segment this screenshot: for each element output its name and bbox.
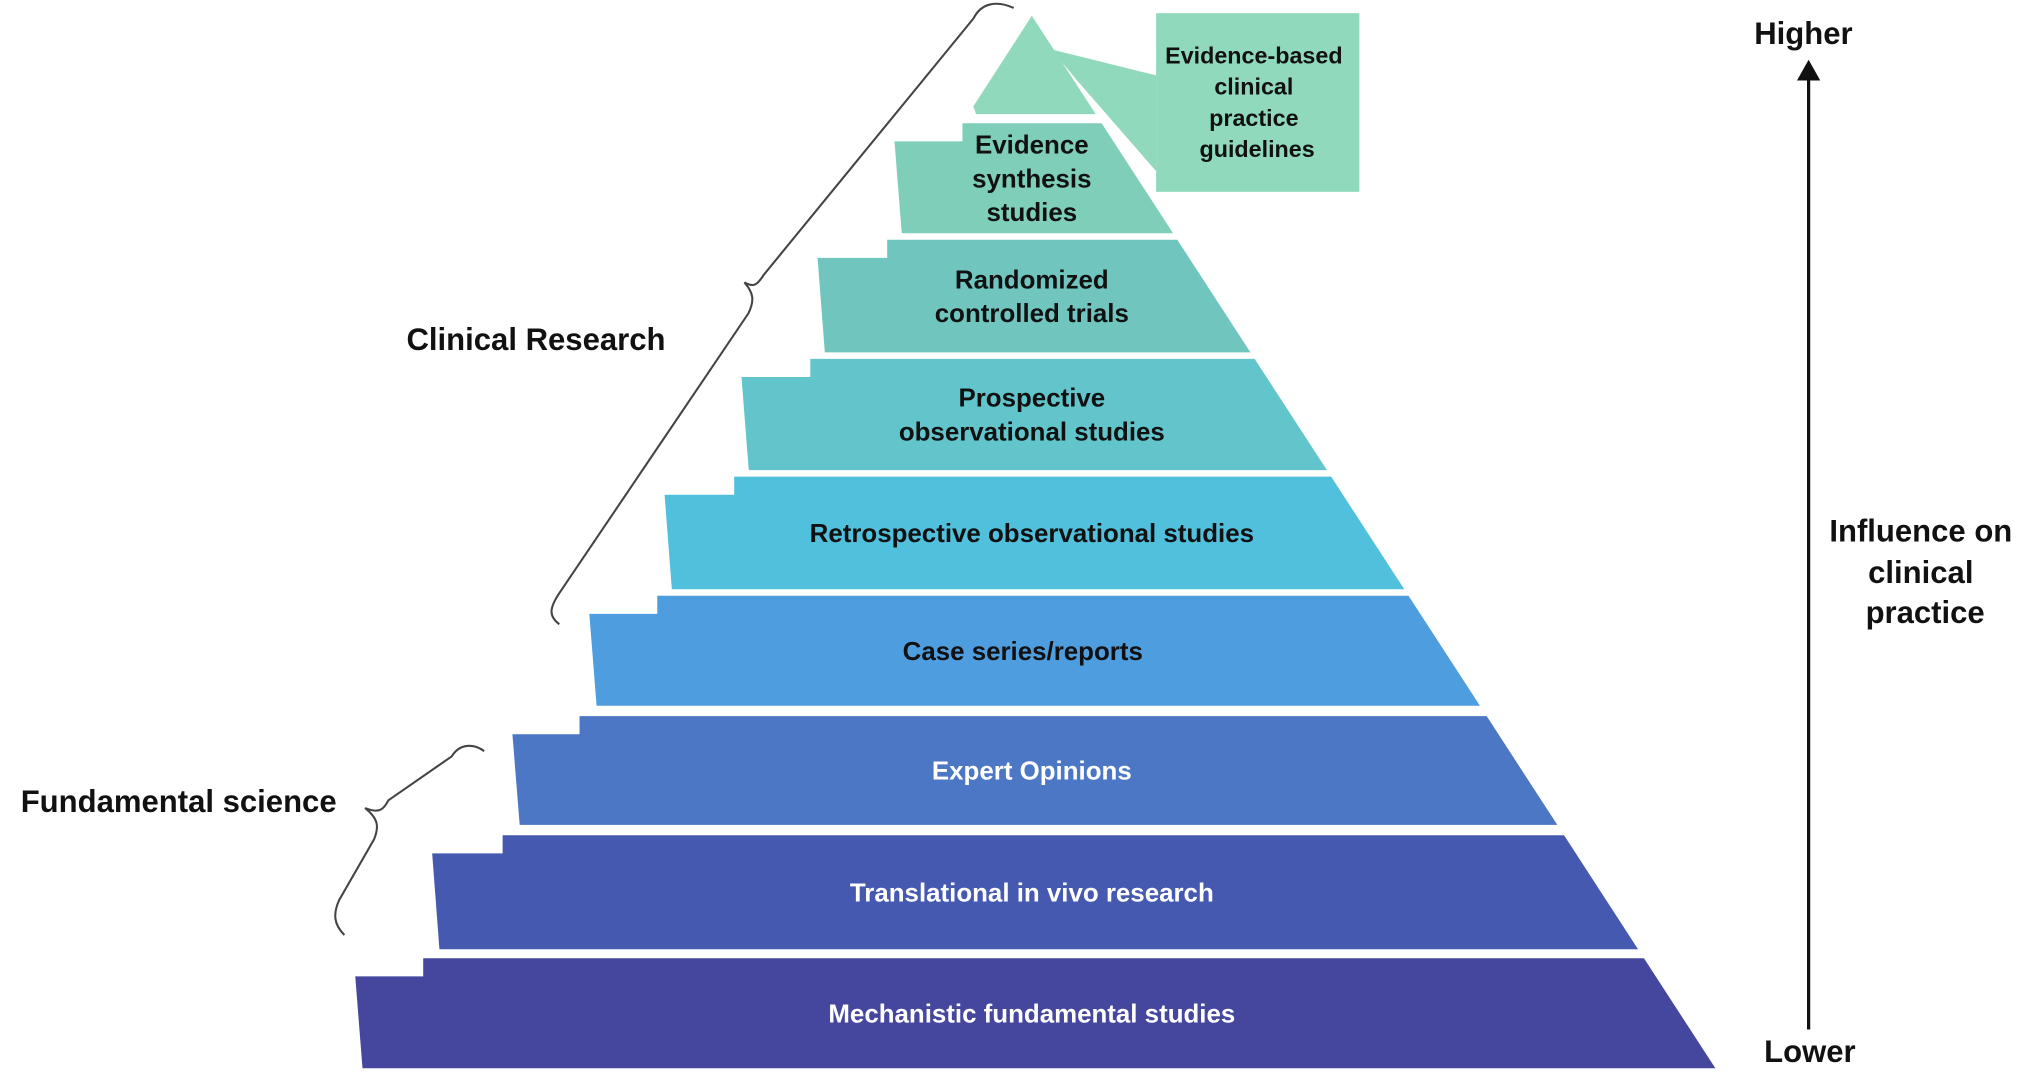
- tier-label: Translational in vivo research: [850, 879, 1214, 907]
- callout-box: [1156, 13, 1360, 192]
- tier-label-line: Translational in vivo research: [850, 879, 1214, 907]
- axis-top-label: Higher: [1754, 16, 1852, 51]
- tier-label-line: Prospective: [958, 385, 1105, 413]
- tier-label-line: synthesis: [972, 165, 1091, 193]
- pyramid-tier: [589, 595, 1480, 706]
- arrow-up-icon: [1796, 59, 1821, 81]
- pyramid-tier: [355, 958, 1716, 1069]
- fundamental-science-label: Fundamental science: [21, 784, 337, 819]
- pyramid-tier: [741, 358, 1327, 471]
- clinical-research-label: Clinical Research: [406, 322, 665, 357]
- tier-label: Case series/reports: [903, 638, 1143, 666]
- tier-label: Expert Opinions: [932, 758, 1132, 786]
- tier-label: Retrospective observational studies: [810, 520, 1254, 548]
- clinical-research-brace: [550, 2, 1015, 626]
- tier-label: Mechanistic fundamental studies: [828, 1000, 1235, 1028]
- tier-label-line: Evidence: [975, 132, 1089, 160]
- fundamental-science-brace: [334, 744, 485, 936]
- tier-label-line: controlled trials: [935, 300, 1129, 328]
- pyramid-tier: [664, 476, 1405, 590]
- tier-label-line: observational studies: [899, 418, 1165, 446]
- pyramid-tier: [432, 835, 1639, 950]
- pyramid-tier: [512, 716, 1558, 825]
- tier-label: Prospective observational studies: [899, 385, 1165, 447]
- pyramid-tier: [894, 123, 1174, 234]
- callout-connector: [1051, 49, 1157, 172]
- tier-label-line: Expert Opinions: [932, 758, 1132, 786]
- axis-bottom-label: Lower: [1764, 1034, 1855, 1069]
- tier-label: Evidence synthesis studies: [972, 132, 1091, 227]
- callout-text: Evidence-based clinical practice guideli…: [1165, 43, 1349, 162]
- tier-label-line: Randomized: [955, 266, 1109, 294]
- pyramid-tier-apex: [973, 15, 1096, 115]
- tier-label-line: Retrospective observational studies: [810, 520, 1254, 548]
- tier-label-line: studies: [987, 199, 1078, 227]
- pyramid-tier: [817, 239, 1251, 353]
- tier-label: Randomized controlled trials: [935, 266, 1129, 328]
- tier-label-line: Case series/reports: [903, 638, 1143, 666]
- axis-label: Influence on clinical practice: [1829, 513, 2021, 630]
- tier-label-line: Mechanistic fundamental studies: [828, 1000, 1235, 1028]
